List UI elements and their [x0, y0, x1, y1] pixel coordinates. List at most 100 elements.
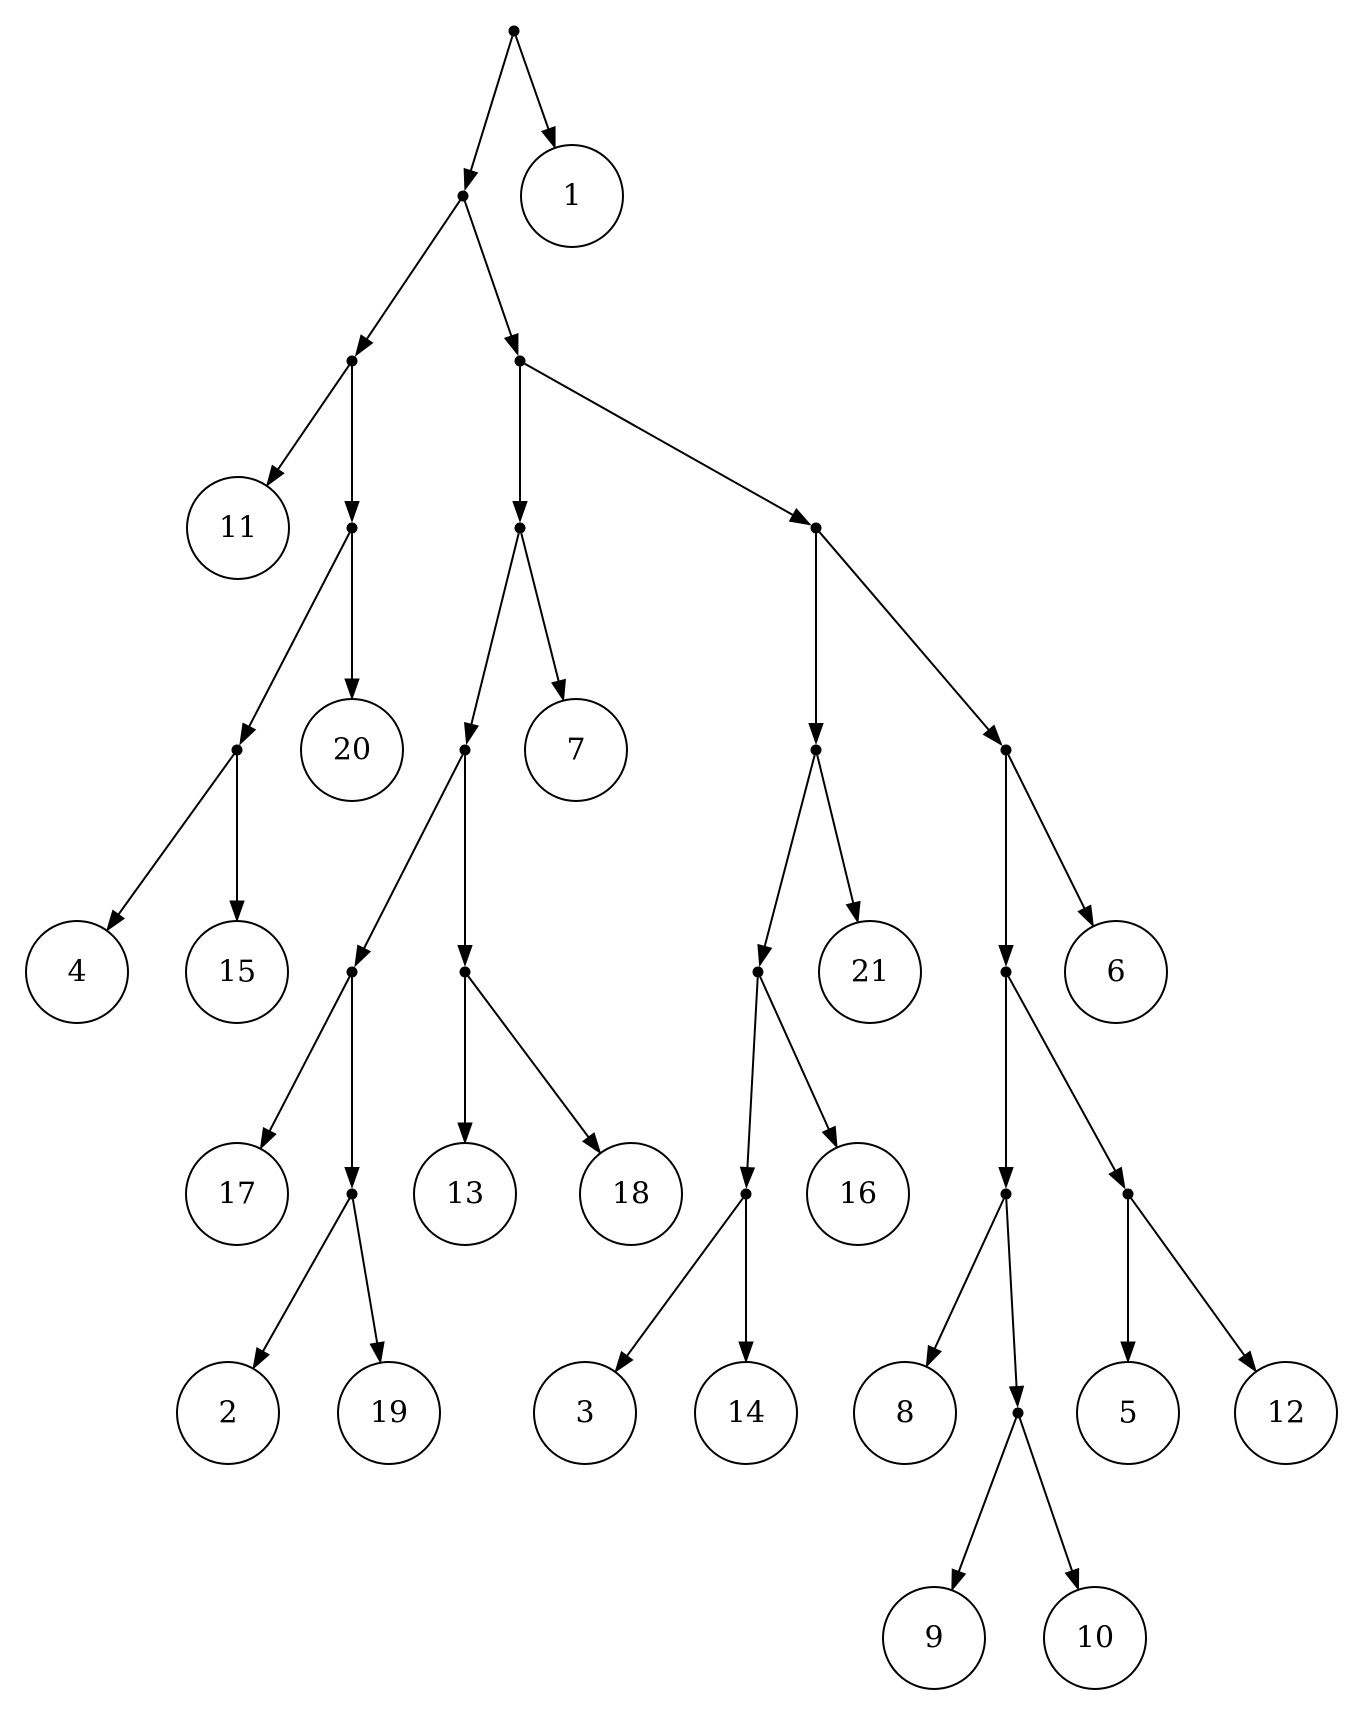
- leaf-circle: [1064, 920, 1168, 1024]
- edge-to-leaf-8: [925, 1198, 1005, 1369]
- edge-line: [1005, 1199, 1018, 1387]
- leaf-label: 19: [370, 1396, 408, 1431]
- edge-to-point: [457, 755, 473, 968]
- arrowhead: [259, 1126, 277, 1151]
- edge-to-point: [239, 532, 351, 746]
- arrowhead: [369, 1341, 385, 1365]
- edge-to-point: [1005, 1199, 1025, 1409]
- arrowhead: [1077, 904, 1095, 928]
- internal-point-node: [231, 744, 243, 756]
- edge-line: [262, 1198, 351, 1352]
- leaf-circle: [1076, 1361, 1180, 1465]
- arrowhead: [925, 1344, 942, 1369]
- edge-line: [759, 976, 830, 1130]
- edge-to-leaf-15: [229, 755, 245, 923]
- edge-line: [818, 531, 990, 731]
- leaf-label: 1: [562, 179, 581, 214]
- leaf-circle: [520, 144, 624, 248]
- edge-to-point: [464, 533, 520, 746]
- internal-point-node: [1000, 744, 1012, 756]
- arrowhead: [551, 678, 566, 703]
- edge-line: [268, 976, 351, 1132]
- edge-to-point: [354, 754, 464, 968]
- edge-line: [524, 362, 794, 516]
- arrowhead: [982, 724, 1003, 747]
- leaf-node-17: 17: [185, 1142, 289, 1246]
- arrowhead: [457, 1122, 473, 1145]
- edge-line: [626, 1197, 744, 1357]
- leaf-circle: [694, 1361, 798, 1465]
- arrowhead: [998, 1167, 1014, 1190]
- leaf-node-8: 8: [853, 1361, 957, 1465]
- arrowhead: [788, 508, 812, 526]
- edge-to-leaf-20: [344, 533, 360, 701]
- leaf-circle: [185, 1142, 289, 1246]
- leaf-label: 13: [446, 1177, 484, 1212]
- arrowhead: [1108, 1166, 1126, 1190]
- leaf-circle: [185, 920, 289, 1024]
- edge-to-leaf-18: [467, 975, 602, 1155]
- edge-to-point: [524, 362, 812, 526]
- arrowhead: [614, 1350, 634, 1374]
- internal-point-node: [740, 1188, 752, 1200]
- edge-to-point: [818, 531, 1003, 747]
- leaf-node-11: 11: [186, 476, 290, 580]
- arrowhead: [265, 464, 285, 488]
- leaf-circle: [533, 1361, 637, 1465]
- edge-to-leaf-10: [1018, 1417, 1080, 1592]
- edge-line: [470, 533, 520, 725]
- leaf-node-2: 2: [176, 1361, 280, 1465]
- edge-to-leaf-19: [351, 1199, 385, 1365]
- arrowhead: [845, 900, 861, 924]
- edge-to-leaf-11: [265, 364, 350, 488]
- leaf-label: 20: [333, 733, 371, 768]
- edge-to-leaf-14: [738, 1199, 754, 1364]
- edge-to-point: [998, 977, 1014, 1190]
- edge-line: [957, 1417, 1018, 1572]
- edge-line: [763, 755, 816, 947]
- arrowhead: [541, 125, 556, 150]
- leaf-label: 5: [1118, 1396, 1137, 1431]
- internal-point-node: [457, 190, 469, 202]
- internal-point-node: [346, 966, 358, 978]
- internal-point-node: [1000, 966, 1012, 978]
- leaf-node-21: 21: [818, 920, 922, 1024]
- edge-to-leaf-1: [514, 35, 556, 150]
- arrowhead: [252, 1346, 270, 1370]
- edge-line: [463, 200, 513, 337]
- edge-line: [1007, 976, 1117, 1172]
- leaf-node-3: 3: [533, 1361, 637, 1465]
- leaf-label: 16: [839, 1177, 877, 1212]
- arrowhead: [464, 721, 479, 746]
- arrowhead: [738, 1341, 754, 1364]
- leaf-label: 21: [851, 955, 889, 990]
- edge-to-leaf-13: [457, 977, 473, 1145]
- leaf-circle: [25, 920, 129, 1024]
- leaf-circle: [853, 1361, 957, 1465]
- internal-point-node: [459, 966, 471, 978]
- leaf-node-15: 15: [185, 920, 289, 1024]
- edge-to-leaf-17: [259, 976, 351, 1151]
- leaf-circle: [186, 476, 290, 580]
- internal-point-node: [810, 522, 822, 534]
- edge-to-point: [757, 755, 816, 968]
- edge-line: [469, 35, 514, 171]
- leaf-circle: [176, 1361, 280, 1465]
- arrowhead: [105, 909, 126, 932]
- arrowhead: [354, 334, 374, 357]
- root-point-node: [508, 25, 520, 37]
- edge-to-point: [463, 35, 514, 192]
- edge-line: [365, 200, 461, 340]
- leaf-circle: [300, 698, 404, 802]
- edge-to-point: [1007, 976, 1126, 1190]
- edge-to-point: [739, 977, 759, 1190]
- edge-to-leaf-12: [1130, 1197, 1258, 1373]
- internal-point-node: [1012, 1407, 1024, 1419]
- arrowhead: [757, 943, 773, 968]
- arrowhead: [354, 944, 372, 968]
- leaf-node-16: 16: [806, 1142, 910, 1246]
- leaf-node-20: 20: [300, 698, 404, 802]
- edge-line: [816, 755, 855, 904]
